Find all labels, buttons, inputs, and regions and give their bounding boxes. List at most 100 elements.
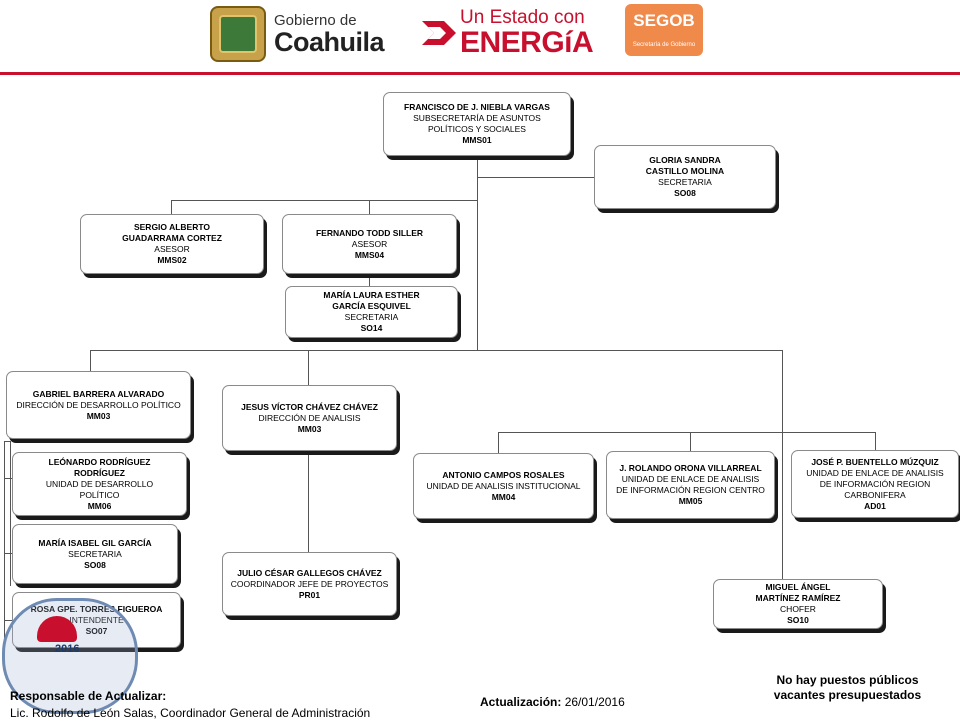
node-name: GABRIEL BARRERA ALVARADO: [32, 388, 165, 399]
segob-logo: SEGOB Secretaría de Gobierno: [625, 4, 703, 56]
connector-miguel: [782, 350, 783, 579]
responsable-label: Responsable de Actualizar:: [10, 689, 167, 703]
node-role: UNIDAD DE ENLACE DE ANALISIS: [806, 467, 944, 478]
node-name: FERNANDO TODD SILLER: [315, 227, 424, 238]
connector-left-outer: [4, 441, 5, 641]
connector-antonio: [498, 432, 499, 453]
node-name: J. ROLANDO ORONA VILLARREAL: [619, 463, 762, 473]
stamp-year: 2016: [55, 643, 80, 655]
node-role: SECRETARIA: [658, 177, 712, 187]
node-code: SO14: [360, 323, 383, 333]
node-code: MM04: [491, 491, 516, 502]
responsable-name: Lic. Rodolfo de León Salas, Coordinador …: [10, 706, 371, 720]
connector-maria-isabel: [4, 553, 12, 554]
node-name: MIGUEL ÁNGEL: [765, 582, 831, 592]
node-root: FRANCISCO DE J. NIEBLA VARGAS SUBSECRETA…: [383, 92, 571, 156]
node-name: GLORIA SANDRA: [649, 155, 721, 165]
node-name: GUADARRAMA CORTEZ: [122, 233, 222, 243]
node-name: RODRÍGUEZ: [74, 467, 125, 478]
stamp-seal: 2016: [2, 598, 138, 714]
node-role: SECRETARIA: [344, 312, 399, 322]
node-role: CARBONIFERA: [844, 489, 906, 500]
node-name: JOSÉ P. BUENTELLO MÚZQUIZ: [811, 456, 939, 467]
vacantes-note: No hay puestos públicos vacantes presupu…: [760, 673, 935, 703]
node-rolando: J. ROLANDO ORONA VILLARREAL UNIDAD DE EN…: [606, 451, 775, 519]
node-role: DE INFORMACIÓN REGION CENTRO: [616, 485, 765, 495]
node-maria-isabel: MARÍA ISABEL GIL GARCÍA SECRETARIA SO08: [12, 524, 178, 584]
connector-gloria: [477, 177, 594, 178]
actualizacion: Actualización: 26/01/2016: [480, 695, 625, 710]
node-name: CASTILLO MOLINA: [645, 166, 725, 176]
node-miguel: MIGUEL ÁNGEL MARTÍNEZ RAMÍREZ CHOFER SO1…: [713, 579, 883, 629]
vacantes-line2: vacantes presupuestados: [773, 688, 922, 702]
connector-units: [498, 432, 875, 433]
vacantes-line1: No hay puestos públicos: [776, 673, 919, 687]
node-code: MM03: [86, 410, 111, 421]
node-code: MMS04: [354, 249, 385, 260]
node-jose: JOSÉ P. BUENTELLO MÚZQUIZ UNIDAD DE ENLA…: [791, 450, 959, 518]
connector-left-top: [4, 441, 10, 442]
node-code: MM05: [678, 496, 703, 506]
node-leonardo: LEÓNARDO RODRÍGUEZ RODRÍGUEZ UNIDAD DE D…: [12, 452, 187, 516]
actualizacion-label: Actualización:: [480, 695, 562, 709]
node-julio: JULIO CÉSAR GALLEGOS CHÁVEZ COORDINADOR …: [222, 552, 397, 616]
node-code: MM03: [297, 423, 322, 434]
node-name: FRANCISCO DE J. NIEBLA VARGAS: [404, 102, 550, 112]
segob-subtitle: Secretaría de Gobierno: [632, 42, 696, 48]
node-role: SUBSECRETARÍA DE ASUNTOS: [413, 113, 541, 123]
node-role: DIRECCIÓN DE DESARROLLO POLÍTICO: [16, 399, 181, 410]
node-role: UNIDAD DE ANALISIS INSTITUCIONAL: [426, 480, 581, 491]
node-code: PR01: [298, 589, 321, 600]
node-name: ANTONIO CAMPOS ROSALES: [442, 469, 565, 480]
connector-rosa: [4, 620, 12, 621]
node-jesus: JESUS VÍCTOR CHÁVEZ CHÁVEZ DIRECCIÓN DE …: [222, 385, 397, 451]
connector-leonardo: [4, 478, 12, 479]
energia-logo: Un Estado con ENERGíA: [420, 7, 594, 59]
connector-rolando: [690, 432, 691, 451]
node-name: SERGIO ALBERTO: [133, 222, 211, 232]
connector-advisors: [171, 200, 477, 201]
node-name: MARÍA LAURA ESTHER: [323, 290, 420, 300]
node-fernando: FERNANDO TODD SILLER ASESOR MMS04: [282, 214, 457, 274]
connector-sergio: [171, 200, 172, 214]
connector-jesus: [308, 350, 309, 385]
node-code: SO08: [674, 188, 696, 198]
coahuila-shield-icon: [210, 6, 266, 62]
node-code: MMS02: [157, 255, 187, 265]
energia-top-text: Un Estado con: [460, 7, 585, 28]
node-role: POLÍTICO: [79, 489, 120, 500]
node-role: UNIDAD DE DESARROLLO: [45, 478, 154, 489]
node-name: JULIO CÉSAR GALLEGOS CHÁVEZ: [237, 567, 382, 578]
connector-directions: [90, 350, 783, 351]
connector-fernando: [369, 200, 370, 214]
node-role: DE INFORMACIÓN REGION: [819, 478, 931, 489]
node-role: ASESOR: [351, 238, 388, 249]
node-code: AD01: [864, 500, 886, 511]
node-maria-laura: MARÍA LAURA ESTHER GARCÍA ESQUIVEL SECRE…: [285, 286, 458, 338]
connector-gabriel: [90, 350, 91, 371]
node-name: MARTÍNEZ RAMÍREZ: [755, 593, 841, 603]
connector-jose: [875, 432, 876, 450]
header: Gobierno de Coahuila Un Estado con ENERG…: [0, 0, 960, 74]
coahuila-logo: Gobierno de Coahuila: [210, 6, 385, 62]
segob-title: SEGOB: [633, 11, 695, 30]
energia-big-text: ENERGíA: [460, 26, 594, 59]
node-role: CHOFER: [780, 604, 816, 614]
energia-arrow-icon: [422, 21, 456, 45]
coahuila-big-text: Coahuila: [274, 26, 385, 57]
node-gabriel: GABRIEL BARRERA ALVARADO DIRECCIÓN DE DE…: [6, 371, 191, 439]
node-role: POLÍTICOS Y SOCIALES: [428, 124, 526, 134]
node-role: DIRECCIÓN DE ANALISIS: [258, 412, 361, 423]
node-role: SECRETARIA: [68, 548, 122, 559]
node-name: LEÓNARDO RODRÍGUEZ: [48, 456, 151, 467]
node-code: SO10: [787, 615, 809, 625]
node-role: COORDINADOR JEFE DE PROYECTOS: [230, 578, 389, 589]
node-sergio: SERGIO ALBERTO GUADARRAMA CORTEZ ASESOR …: [80, 214, 264, 274]
node-antonio: ANTONIO CAMPOS ROSALES UNIDAD DE ANALISI…: [413, 453, 594, 519]
connector-maria-laura: [369, 275, 370, 286]
node-name: JESUS VÍCTOR CHÁVEZ CHÁVEZ: [241, 401, 378, 412]
node-role: ASESOR: [154, 244, 190, 254]
node-name: MARÍA ISABEL GIL GARCÍA: [38, 537, 152, 548]
stamp-mark-icon: [37, 616, 77, 642]
header-divider: [0, 72, 960, 75]
